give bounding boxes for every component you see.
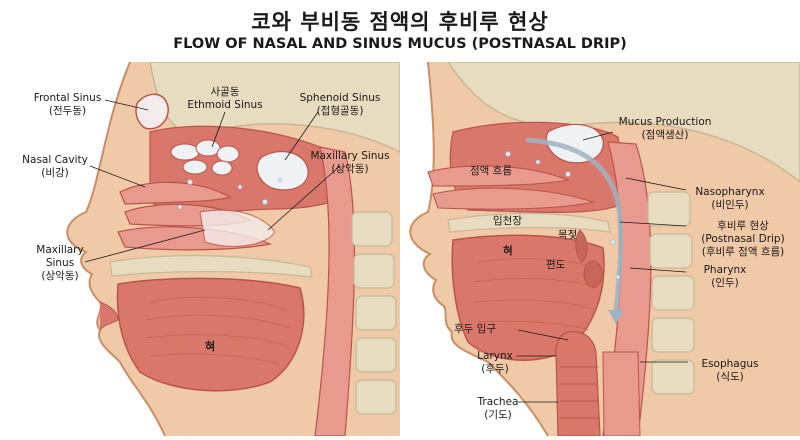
postnasal-drip-label: 후비루 현상 (Postnasal Drip) (후비루 점액 흐름) bbox=[701, 220, 785, 258]
frontal-sinus-label: Frontal Sinus (전두동) bbox=[33, 92, 102, 117]
nasal-cavity-label: Nasal Cavity (비강) bbox=[22, 154, 88, 179]
mucus-production-label: Mucus Production (점액생산) bbox=[618, 116, 712, 141]
esophagus-label: Esophagus (식도) bbox=[701, 358, 759, 383]
page-title: 코와 부비동 점액의 후비루 현상 bbox=[251, 10, 549, 34]
maxillary-sinus-right-label: Maxillary Sinus (상악동) bbox=[310, 150, 390, 175]
left-tongue-label: 혀 bbox=[205, 339, 215, 353]
left-anatomy-panel: 혀 bbox=[0, 61, 401, 437]
larynx-label: Larynx (후두) bbox=[477, 350, 513, 375]
right-palate-label: 입천장 bbox=[493, 214, 522, 227]
nasopharynx-label: Nasopharynx (비인두) bbox=[695, 186, 765, 211]
pharynx-label: Pharynx (인두) bbox=[703, 264, 747, 289]
sphenoid-sinus-label: Sphenoid Sinus (접형골동) bbox=[299, 92, 381, 117]
larynx-entrance-label: 후두 입구 bbox=[454, 323, 496, 335]
left-anatomy-illustration: 혀 bbox=[66, 61, 401, 437]
page-subtitle: FLOW OF NASAL AND SINUS MUCUS (POSTNASAL… bbox=[173, 36, 627, 52]
mucus-flow-label: 점액 흐름 bbox=[470, 165, 512, 177]
right-throat-label: 목젖 bbox=[558, 229, 577, 241]
trachea-label: Trachea (기도) bbox=[477, 396, 519, 421]
maxillary-sinus-left-label: Maxillary Sinus (상악동) bbox=[36, 244, 84, 282]
right-tongue-label: 혀 bbox=[503, 244, 513, 257]
right-anatomy-illustration: 입천장 목젖 혀 편도 점액 흐름 bbox=[409, 61, 800, 437]
ethmoid-sinus-label: 사골동 Ethmoid Sinus bbox=[187, 86, 263, 111]
right-tonsil-label: 편도 bbox=[546, 258, 566, 271]
right-anatomy-panel: 입천장 목젖 혀 편도 점액 흐름 bbox=[408, 61, 800, 437]
